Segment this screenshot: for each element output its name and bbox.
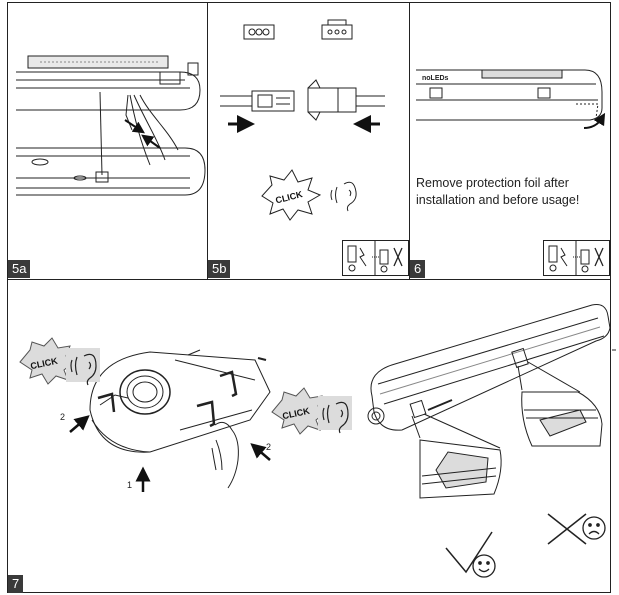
disconnect-power-icon	[342, 240, 409, 276]
panel-7-luminaire	[367, 304, 611, 499]
step-label-7: 7	[8, 575, 24, 593]
ear-icon	[330, 181, 357, 212]
click-burst-5b: CLICK	[261, 169, 322, 221]
step-label-5a: 5a	[8, 260, 31, 278]
correct-check-icon	[445, 531, 493, 574]
product-label: noLEDs	[422, 75, 449, 82]
click-burst-7-left: CLICK	[19, 337, 75, 385]
panel-6-illustration	[416, 69, 606, 129]
ear-icon-7-left	[66, 348, 100, 386]
arrow-label-2-left: 2	[60, 412, 65, 422]
arrow-label-1: 1	[127, 480, 132, 490]
panel-5a-illustration	[16, 55, 206, 196]
step-label-6: 6	[410, 260, 426, 278]
ear-icon-7-right	[318, 396, 352, 434]
panel-5b-illustration	[220, 19, 385, 133]
foil-removal-caption: Remove protection foil after installatio…	[416, 176, 580, 207]
sad-face-icon	[582, 516, 606, 540]
click-burst-7-right: CLICK	[271, 387, 327, 435]
wrong-cross-icon	[547, 513, 587, 545]
step-label-5b: 5b	[208, 260, 231, 278]
arrow-label-2-right: 2	[266, 442, 271, 452]
disconnect-power-icon-6	[543, 240, 610, 276]
smiley-face-icon	[472, 554, 496, 578]
panel-grid	[7, 2, 611, 593]
